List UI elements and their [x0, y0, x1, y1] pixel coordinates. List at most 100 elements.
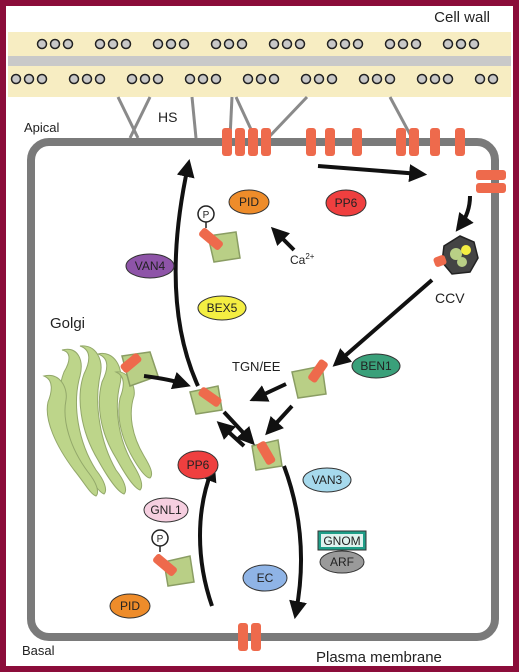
golgi-label: Golgi: [50, 315, 85, 332]
arrow-tgn-to-apical: [173, 158, 200, 387]
cellulose-fibril: [442, 38, 454, 50]
trafficking-arrows: [143, 158, 474, 620]
cellulose-fibril: [210, 38, 222, 50]
arrow-apical-to-lateral: [317, 164, 428, 183]
vesicle-phospho-bottom: P: [151, 529, 195, 587]
golgi-apparatus: [42, 345, 153, 497]
cellulose-fibril: [94, 38, 106, 50]
svg-text:PID: PID: [120, 599, 140, 613]
cellulose-fibril: [223, 38, 235, 50]
arrow-ccv-to-tgn: [332, 278, 434, 367]
cellulose-fibril: [152, 73, 164, 85]
cellulose-fibril: [300, 73, 312, 85]
cellulose-fibril: [371, 73, 383, 85]
svg-text:PID: PID: [239, 195, 259, 209]
cellulose-fibril: [268, 38, 280, 50]
cellulose-fibril: [94, 73, 106, 85]
cellulose-fibril: [255, 73, 267, 85]
phospho-bottom-label: P: [157, 534, 164, 545]
protein-pid-bottom: PID: [109, 593, 151, 619]
cellulose-fibril: [152, 38, 164, 50]
arrow-endosome-to-basal: [282, 465, 307, 620]
cell-wall-label: Cell wall: [434, 9, 490, 26]
cellulose-fibril: [326, 73, 338, 85]
cellulose-fibril: [455, 38, 467, 50]
cellulose-fibril: [384, 73, 396, 85]
protein-van4: VAN4: [125, 253, 175, 279]
protein-van3: VAN3: [302, 467, 352, 493]
protein-gnl1: GNL1: [143, 497, 189, 523]
svg-text:GNOM: GNOM: [323, 534, 360, 548]
cellulose-fibril: [236, 38, 248, 50]
svg-text:PP6: PP6: [187, 458, 210, 472]
plasma-membrane-label: Plasma membrane: [316, 649, 442, 666]
svg-text:EC: EC: [257, 571, 274, 585]
cellulose-fibril: [81, 73, 93, 85]
cellulose-fibril: [107, 38, 119, 50]
protein-pid-top: PID: [228, 189, 270, 215]
svg-text:BEX5: BEX5: [207, 301, 238, 315]
cellulose-fibril: [281, 38, 293, 50]
basal-pin-protein: [238, 623, 261, 651]
protein-arf: ARF: [319, 550, 365, 574]
ccv-label: CCV: [435, 290, 465, 306]
arrow-lateral-to-ccv: [455, 195, 474, 232]
cellulose-fibril: [397, 38, 409, 50]
arrow-golgi-to-tgn: [143, 372, 191, 390]
cellulose-fibril: [210, 73, 222, 85]
cellulose-fibril: [68, 73, 80, 85]
figure-background: [6, 6, 513, 666]
cellulose-fibril: [36, 38, 48, 50]
protein-bex5: BEX5: [197, 295, 247, 321]
cell-wall: [8, 32, 511, 97]
cellulose-fibril: [410, 38, 422, 50]
vesicle-tgn-right: [291, 359, 328, 399]
protein-gnom: GNOM: [317, 530, 367, 551]
cellulose-fibril: [178, 38, 190, 50]
phospho-top-label: P: [203, 210, 210, 221]
cellulose-fibril: [23, 73, 35, 85]
cellulose-fibril: [429, 73, 441, 85]
cellulose-fibril: [10, 73, 22, 85]
arrow-tgn-right-to-left: [249, 382, 287, 402]
clathrin-coated-vesicle: [433, 235, 479, 275]
arrow-basal-recycling: [198, 463, 217, 607]
svg-text:VAN4: VAN4: [135, 259, 166, 273]
cellulose-fibril: [384, 38, 396, 50]
protein-ec: EC: [242, 564, 288, 592]
apical-pin-proteins: [222, 128, 465, 156]
cellulose-fibril: [442, 73, 454, 85]
lateral-pin-protein: [476, 170, 506, 193]
vesicle-endosome: [251, 439, 283, 471]
cellulose-fibril: [139, 73, 151, 85]
protein-pp6-top: PP6: [325, 189, 367, 217]
cellulose-fibril: [294, 38, 306, 50]
cellulose-fibril: [326, 38, 338, 50]
arrow-endosome-to-tgn: [216, 421, 246, 448]
cell-wall-fibrils-row1: [36, 38, 480, 50]
apical-label: Apical: [24, 120, 60, 135]
cellulose-fibril: [468, 38, 480, 50]
calcium-label: Ca2+: [290, 252, 315, 267]
vesicle-tgn-left: [189, 385, 223, 415]
protein-ben1: BEN1: [351, 353, 401, 379]
cellulose-fibril: [49, 38, 61, 50]
basal-label: Basal: [22, 643, 55, 658]
cellulose-fibril: [313, 73, 325, 85]
cellulose-fibril: [197, 73, 209, 85]
arrow-calcium-to-pid: [270, 226, 296, 252]
arrow-tgn-right-to-endosome: [265, 404, 294, 436]
cellulose-fibril: [62, 38, 74, 50]
svg-text:ARF: ARF: [330, 555, 354, 569]
svg-text:PP6: PP6: [335, 196, 358, 210]
cellulose-fibril: [474, 73, 486, 85]
cellulose-fibril: [416, 73, 428, 85]
hs-label: HS: [158, 109, 177, 125]
cellulose-fibril: [120, 38, 132, 50]
svg-text:VAN3: VAN3: [312, 473, 343, 487]
cellulose-fibril: [184, 73, 196, 85]
arrow-tgn-to-endosome: [222, 410, 255, 446]
protein-pp6-mid: PP6: [177, 450, 219, 480]
cell-wall-fibrils-row2: [10, 73, 499, 85]
